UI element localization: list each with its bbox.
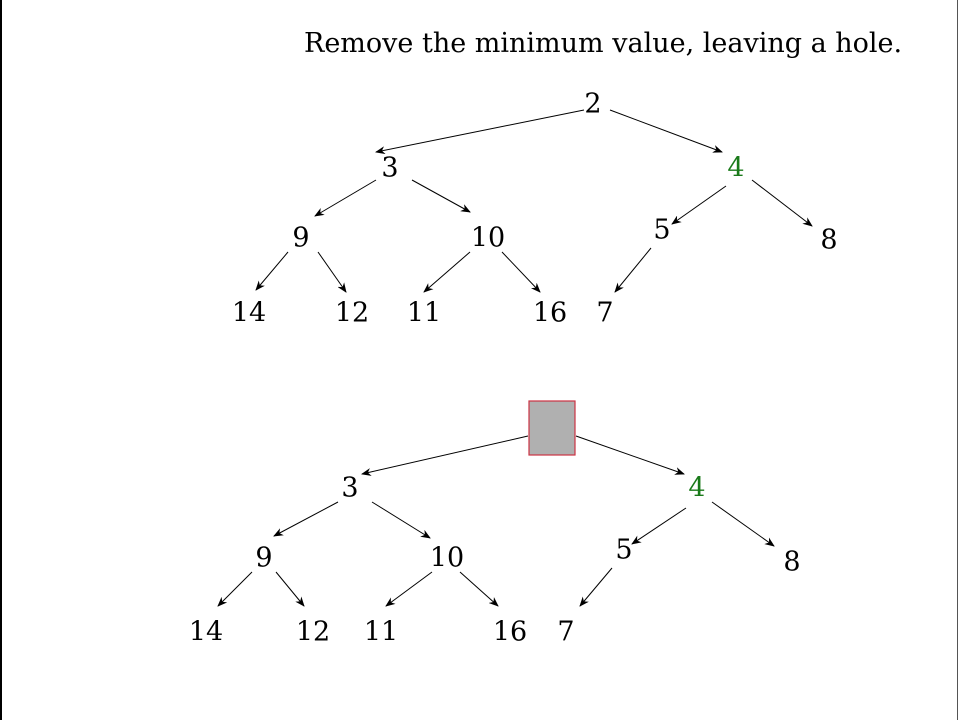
tree-edge-arrow (411, 179, 471, 213)
tree-node-label: 10 (471, 223, 505, 254)
tree-node-label: 9 (255, 543, 272, 574)
tree-edge-arrow (273, 501, 339, 537)
tree-node-label: 3 (381, 153, 398, 184)
heap-tree-before: 2 3 4 9 10 5 8 14 12 11 16 7 (232, 89, 838, 329)
tree-edge-arrow (371, 501, 431, 539)
tree-edge-arrow (459, 571, 499, 607)
tree-edge-arrow (361, 435, 529, 476)
tree-edge-arrow (501, 251, 541, 293)
tree-edge-arrow (631, 507, 687, 545)
tree-node-label: 3 (341, 473, 358, 504)
tree-edge-arrow (579, 567, 613, 607)
tree-node-label: 11 (364, 617, 398, 648)
tree-node-label: 8 (783, 547, 800, 578)
tree-edge-arrow (751, 179, 813, 227)
tree-edge-arrow (314, 179, 377, 217)
tree-node-label: 8 (820, 225, 837, 256)
tree-node-label: 7 (557, 617, 574, 648)
tree-node-label: 9 (292, 223, 309, 254)
tree-edge-arrow (609, 109, 723, 153)
tree-node-label: 10 (430, 543, 464, 574)
heap-tree-after: 3 4 9 10 5 8 14 12 11 16 7 (189, 400, 801, 648)
tree-node-label: 12 (335, 298, 369, 329)
tree-edge-arrow (317, 251, 347, 293)
tree-edge-arrow (711, 501, 775, 547)
tree-node-label: 14 (189, 617, 223, 648)
tree-node-label: 11 (407, 298, 441, 329)
tree-edge-arrow (375, 109, 585, 155)
tree-node-label: 2 (584, 89, 601, 120)
tree-node-label: 5 (653, 215, 670, 246)
tree-edge-arrow (423, 251, 471, 293)
tree-node-label: 4 (688, 473, 705, 504)
tree-edge-arrow (385, 571, 433, 607)
tree-node-label: 16 (493, 617, 527, 648)
tree-edge-arrow (671, 185, 727, 225)
tree-edge-arrow (614, 247, 652, 293)
tree-edge-arrow (217, 571, 253, 607)
tree-node-label: 14 (232, 298, 266, 329)
tree-node-label: 4 (727, 153, 744, 184)
tree-node-label: 7 (596, 298, 613, 329)
slide-caption: Remove the minimum value, leaving a hole… (304, 28, 903, 59)
tree-node-label: 5 (615, 535, 632, 566)
tree-node-label: 16 (533, 298, 567, 329)
tree-edge-arrow (575, 435, 685, 475)
tree-edge-arrow (255, 251, 289, 291)
hole-node (528, 400, 576, 456)
tree-node-label: 12 (296, 617, 330, 648)
tree-edge-arrow (275, 571, 305, 607)
